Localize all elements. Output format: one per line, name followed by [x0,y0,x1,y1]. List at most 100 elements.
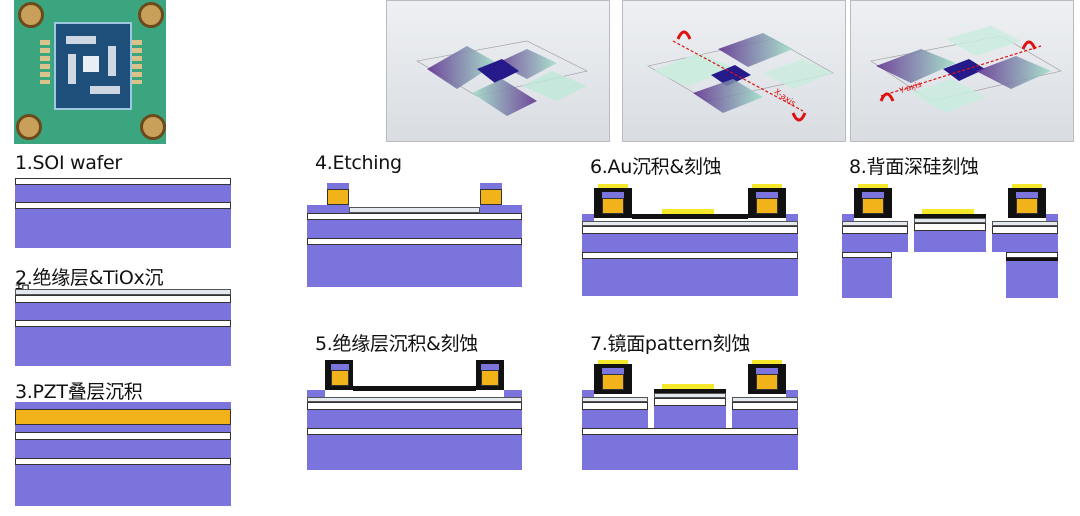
pin-header-right [132,40,142,84]
buried-oxide-layer [15,320,231,327]
chip-arm-3 [68,54,76,84]
top-electrode-right [480,183,502,189]
insulator-mirror [654,398,726,406]
step-8-label: 8.背面深硅刻蚀 [849,156,979,178]
pcb-pad-br [140,114,166,140]
chip-die [54,22,132,110]
pzt-left [862,198,884,214]
mirror-au [922,209,974,215]
step-1-label: 1.SOI wafer [15,152,122,174]
step-6-label: 6.Au沉积&刻蚀 [590,156,722,178]
pzt-left [327,189,349,205]
buried-oxide-layer [15,202,231,209]
tiox-right [992,221,1058,226]
mirror-au [662,384,714,390]
device-silicon-mirror [914,231,986,252]
handle-silicon-layer [15,327,231,366]
pzt-left [331,370,349,386]
insulator-layer [582,226,798,234]
device-silicon-layer [15,440,231,458]
step-3-stack [15,402,231,506]
insulator-left [842,226,908,234]
bottom-electrode-layer [15,425,231,432]
au-top-left [858,184,888,190]
simulation-panel-1 [386,0,610,142]
buried-oxide-layer [307,428,522,435]
bottom-electrode-right [786,390,798,397]
handle-silicon-layer [307,245,522,287]
device-silicon-layer [307,220,522,238]
backside-edge-right [1006,258,1058,261]
tiox-layer [15,289,231,295]
simulation-render-2 [647,30,834,122]
step-6-stack [582,184,798,296]
device-silicon-layer [15,185,231,202]
device-silicon-layer [307,410,522,428]
handle-silicon-left [842,258,892,298]
mirror-au [662,209,714,215]
pzt-layer [15,409,231,425]
step-7-stack [582,360,798,470]
pzt-right [756,374,778,390]
pzt-left [602,198,624,214]
pzt-right [481,370,499,386]
bottom-electrode-left [842,214,854,221]
device-photo [14,0,166,144]
au-top-right [752,184,782,190]
top-oxide-layer [15,178,231,185]
au-top-left [598,360,628,366]
pcb-pad-tl [18,2,44,28]
mirror-base [654,389,726,393]
device-silicon-left [842,234,908,252]
pcb-pad-bl [16,114,42,140]
chip-arm-1 [66,36,96,44]
mirror-base [914,214,986,218]
pzt-right [756,198,778,214]
top-electrode-right [756,368,778,374]
pin-header-left [40,40,50,84]
tiox-mirror [654,393,726,398]
step-1-stack [15,178,231,248]
pzt-right [1016,198,1038,214]
handle-silicon-layer [582,435,798,470]
au-top-left [598,184,628,190]
insulator-mirror [914,223,986,231]
tiox-layer [349,207,480,213]
tiox-layer [582,221,798,226]
insulator-right [732,402,798,410]
tiox-left [842,221,908,226]
step-5-stack [307,360,522,470]
au-top-right [752,360,782,366]
pzt-left [602,374,624,390]
buried-oxide-right [1006,252,1058,258]
step-8-stack [842,184,1058,298]
simulation-panel-2: X-axis [622,0,846,142]
top-electrode-left [862,192,884,198]
insulator-layer [307,213,522,220]
insulator-bridge [353,386,476,391]
top-electrode-right [481,364,499,370]
bottom-electrode-left [582,214,594,221]
step-4-stack [307,183,522,287]
tiox-left [582,397,648,402]
bottom-electrode-right [480,205,522,213]
bottom-electrode-left [307,205,349,213]
top-electrode-left [602,368,624,374]
buried-oxide-layer [582,428,798,435]
top-electrode-right [1016,192,1038,198]
handle-silicon-layer [307,435,522,470]
device-silicon-mirror [654,406,726,428]
buried-oxide-layer [582,252,798,259]
tiox-mirror [914,218,986,223]
handle-silicon-layer [15,209,231,248]
top-electrode-right [756,192,778,198]
au-top-right [1012,184,1042,190]
bottom-electrode-left [307,390,325,397]
device-silicon-right [992,234,1058,252]
device-silicon-right [732,410,798,428]
bottom-electrode-right [1046,214,1058,221]
chip-arm-4 [108,46,116,76]
insulator-layer [15,432,231,440]
bottom-electrode-right [504,390,522,397]
pzt-right [480,189,502,205]
